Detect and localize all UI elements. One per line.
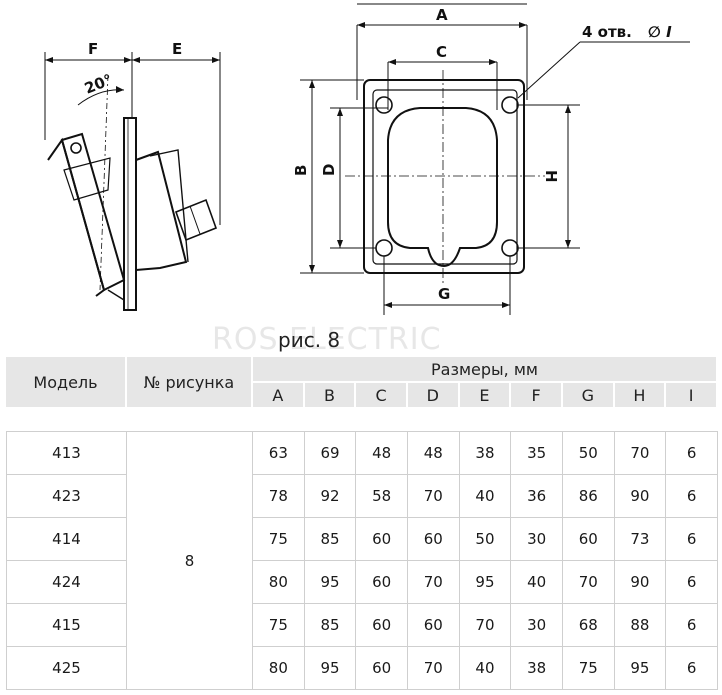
label-a: A	[436, 6, 448, 24]
model-cell: 414	[6, 518, 127, 561]
value-cell: 6	[666, 518, 718, 561]
value-cell: 6	[666, 647, 718, 690]
header-dim-b: B	[304, 383, 357, 409]
value-cell: 95	[459, 561, 512, 604]
label-h: H	[542, 170, 560, 183]
header-dim-i: I	[666, 383, 718, 409]
value-cell: 85	[304, 518, 357, 561]
label-angle: 20°	[82, 70, 115, 97]
value-cell: 80	[253, 647, 305, 690]
model-cell: 425	[6, 647, 127, 690]
value-cell: 73	[614, 518, 667, 561]
value-cell: 92	[304, 475, 357, 518]
header-dim-a: A	[253, 383, 305, 409]
figure-caption: рис. 8	[278, 328, 341, 352]
header-dim-c: C	[356, 383, 408, 409]
value-cell: 75	[253, 518, 305, 561]
value-cell: 6	[666, 475, 718, 518]
model-cell: 415	[6, 604, 127, 647]
value-cell: 88	[614, 604, 667, 647]
header-model: Модель	[6, 357, 127, 409]
value-cell: 35	[511, 431, 563, 475]
value-cell: 68	[562, 604, 615, 647]
value-cell: 60	[356, 518, 408, 561]
value-cell: 70	[407, 647, 460, 690]
value-cell: 85	[304, 604, 357, 647]
value-cell: 95	[304, 647, 357, 690]
header-dim-e: E	[459, 383, 512, 409]
label-c: C	[436, 43, 447, 61]
value-cell: 95	[304, 561, 357, 604]
value-cell: 36	[511, 475, 563, 518]
model-cell: 424	[6, 561, 127, 604]
header-dim-f: F	[511, 383, 563, 409]
header-dim-d: D	[407, 383, 460, 409]
value-cell: 90	[614, 475, 667, 518]
label-g: G	[438, 285, 450, 303]
label-holes: 4 отв.	[582, 23, 632, 41]
value-cell: 38	[459, 431, 512, 475]
technical-drawing: F E 20°	[44, 3, 690, 315]
value-cell: 70	[407, 561, 460, 604]
header-dim-g: G	[562, 383, 615, 409]
value-cell: 90	[614, 561, 667, 604]
value-cell: 48	[407, 431, 460, 475]
value-cell: 60	[356, 604, 408, 647]
value-cell: 63	[253, 431, 305, 475]
value-cell: 40	[459, 647, 512, 690]
model-cell: 423	[6, 475, 127, 518]
value-cell: 75	[253, 604, 305, 647]
value-cell: 6	[666, 561, 718, 604]
value-cell: 60	[356, 647, 408, 690]
value-cell: 30	[511, 518, 563, 561]
value-cell: 48	[356, 431, 408, 475]
dimensions-table: Модель № рисунка Размеры, мм A B C D E F…	[6, 357, 718, 690]
value-cell: 75	[562, 647, 615, 690]
value-cell: 6	[666, 431, 718, 475]
model-cell: 413	[6, 431, 127, 475]
value-cell: 70	[562, 561, 615, 604]
value-cell: 6	[666, 604, 718, 647]
front-view	[300, 3, 690, 315]
value-cell: 70	[459, 604, 512, 647]
label-d: D	[320, 164, 338, 176]
value-cell: 58	[356, 475, 408, 518]
label-b: B	[292, 165, 310, 176]
value-cell: 60	[407, 518, 460, 561]
label-e: E	[172, 40, 182, 58]
header-figure: № рисунка	[127, 357, 253, 409]
value-cell: 40	[511, 561, 563, 604]
value-cell: 86	[562, 475, 615, 518]
value-cell: 80	[253, 561, 305, 604]
value-cell: 69	[304, 431, 357, 475]
value-cell: 50	[562, 431, 615, 475]
side-view	[44, 52, 221, 311]
value-cell: 70	[407, 475, 460, 518]
value-cell: 50	[459, 518, 512, 561]
label-diameter: ∅ I	[648, 23, 672, 41]
label-f: F	[88, 40, 98, 58]
value-cell: 95	[614, 647, 667, 690]
value-cell: 60	[562, 518, 615, 561]
figure-number-cell: 8	[127, 431, 253, 690]
value-cell: 60	[407, 604, 460, 647]
header-sizes: Размеры, мм	[253, 357, 718, 383]
value-cell: 78	[253, 475, 305, 518]
value-cell: 38	[511, 647, 563, 690]
value-cell: 60	[356, 561, 408, 604]
header-dim-h: H	[614, 383, 667, 409]
value-cell: 70	[614, 431, 667, 475]
value-cell: 30	[511, 604, 563, 647]
value-cell: 40	[459, 475, 512, 518]
